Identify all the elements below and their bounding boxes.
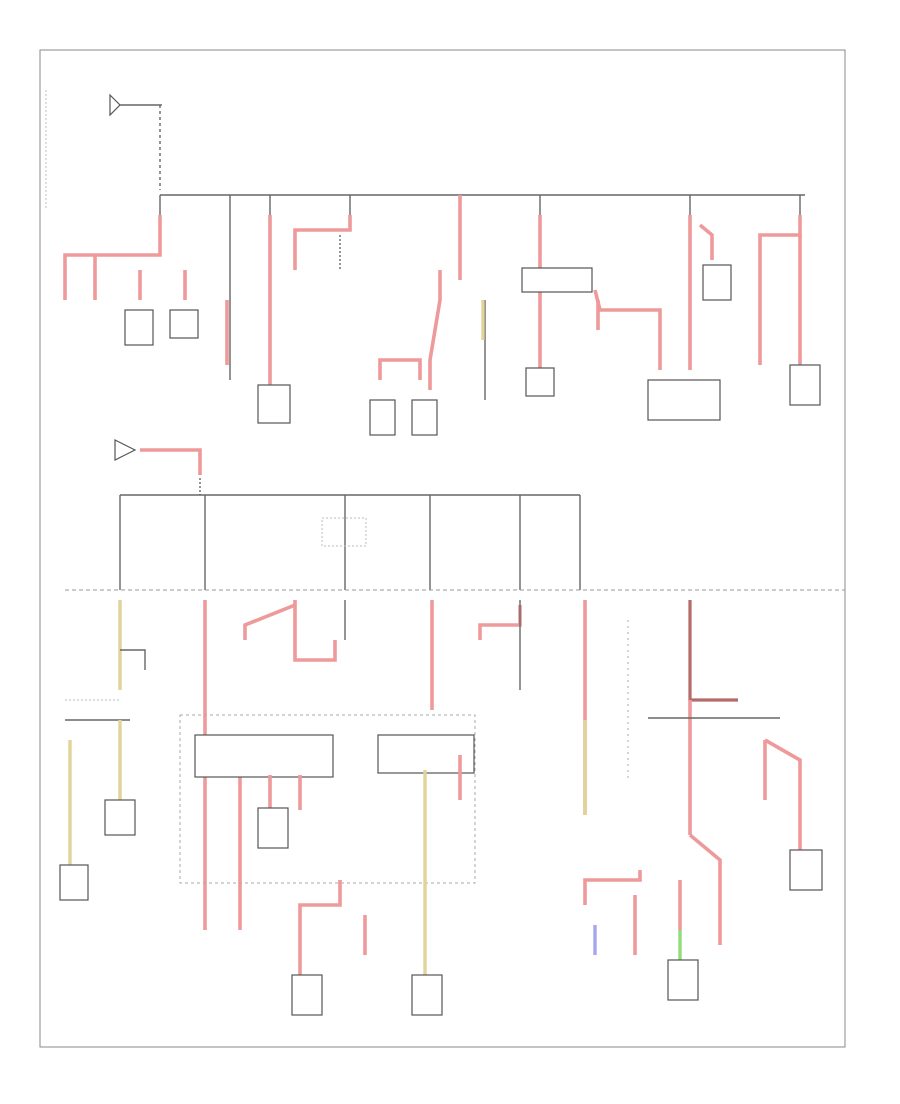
column-2 (225, 195, 291, 424)
ignition-symbol (114, 439, 137, 461)
module-box (194, 734, 334, 778)
top-section (63, 93, 821, 436)
component-box (291, 974, 323, 1016)
component-box (789, 849, 823, 891)
component-box (411, 399, 438, 436)
component-box (257, 384, 291, 424)
component-box (257, 807, 289, 849)
column-7 (758, 195, 821, 406)
left-branch (63, 215, 199, 346)
diagram-frame (39, 49, 846, 1048)
lower-section (59, 600, 823, 1016)
module-box (647, 379, 721, 421)
component-box (124, 309, 154, 346)
component-box (59, 864, 89, 901)
component-box (789, 364, 821, 406)
column-6 (688, 195, 732, 370)
column-5 (521, 195, 721, 421)
battery-symbol (109, 93, 162, 190)
component-box (104, 799, 136, 836)
column-4 (458, 195, 486, 400)
component-box (525, 367, 555, 397)
component-box (169, 309, 199, 339)
relay-box (521, 267, 593, 293)
module-enclosure (179, 714, 476, 884)
middle-section (65, 439, 845, 591)
component-box (702, 264, 732, 301)
module-box (377, 734, 475, 774)
column-3 (293, 195, 442, 436)
component-box (411, 974, 443, 1016)
component-box (667, 959, 699, 1001)
component-box (369, 399, 396, 436)
